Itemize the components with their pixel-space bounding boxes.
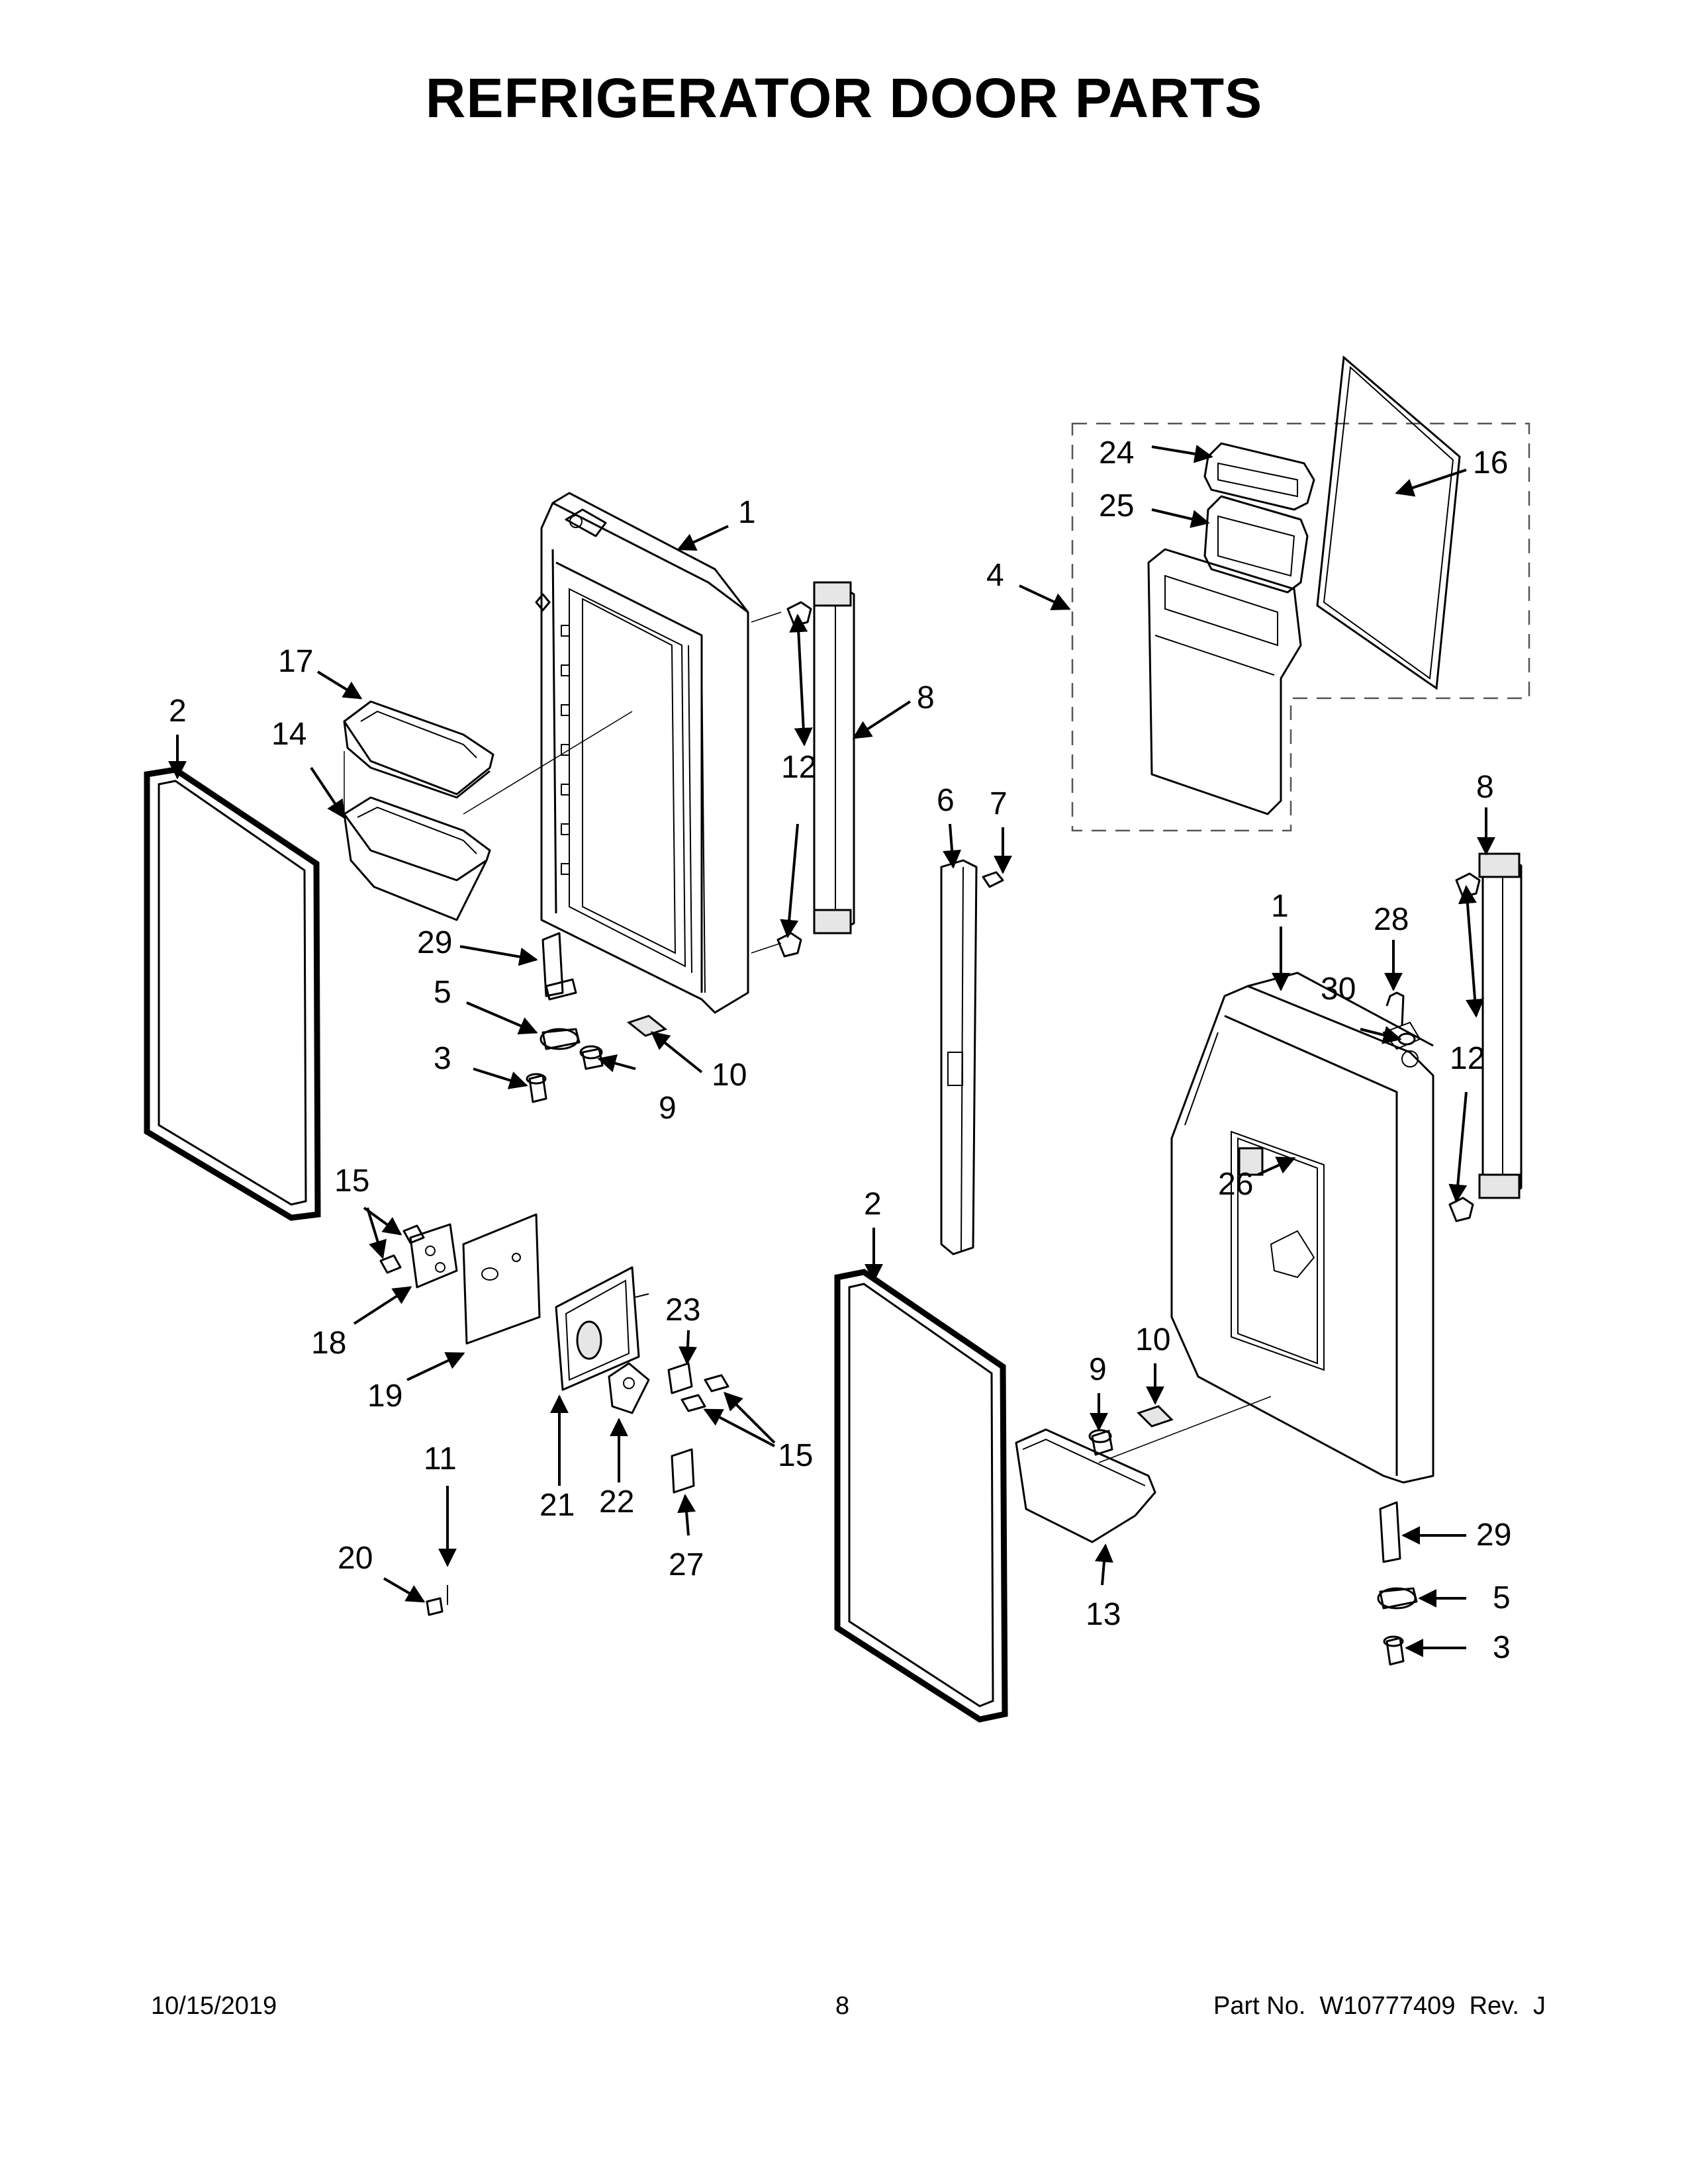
callout-14: 14: [271, 717, 306, 752]
callout-5-left: 5: [434, 975, 451, 1010]
callout-28: 28: [1374, 902, 1409, 937]
screw-15-a: [402, 1224, 425, 1244]
right-door-assembly: [1098, 972, 1434, 1484]
callout-15-right: 15: [778, 1438, 813, 1473]
callout-29-right: 29: [1476, 1518, 1511, 1553]
ice-door-16: [1316, 355, 1461, 690]
callout-15-left: 15: [334, 1163, 369, 1199]
callout-22: 22: [599, 1484, 634, 1520]
handle-mount-stud-left-bottom: [776, 932, 802, 958]
callout-10-right: 10: [1135, 1322, 1170, 1357]
handle-mount-stud-right-bottom: [1448, 1197, 1474, 1222]
ice-container-assembly-4: [1071, 355, 1530, 832]
callout-3-left: 3: [434, 1041, 451, 1076]
door-bin-13: [1015, 1428, 1156, 1543]
screw-15-b: [379, 1254, 402, 1274]
callout-20: 20: [338, 1541, 373, 1576]
spring-11-screw-20: [426, 1585, 448, 1616]
callout-2-right-gasket: 2: [864, 1187, 882, 1222]
callout-24: 24: [1099, 435, 1134, 471]
callout-7: 7: [990, 786, 1008, 821]
closure-cam-10-right: [1137, 1405, 1174, 1428]
dispenser-cover-19: [462, 1213, 541, 1345]
hinge-5-right: [1377, 1587, 1418, 1610]
hinge-screw-3-left: [526, 1073, 547, 1103]
callout-11: 11: [424, 1441, 457, 1477]
screw-15-c: [704, 1374, 729, 1392]
ice-chute-bezel-25: [1203, 495, 1309, 594]
callout-21: 21: [539, 1488, 575, 1523]
right-door-gasket: [834, 1269, 1008, 1723]
footer-date: 10/15/2019: [151, 1992, 277, 2020]
callout-12-left: 12: [781, 750, 816, 785]
footer-page-number: 8: [835, 1992, 850, 2020]
callout-16: 16: [1473, 445, 1508, 480]
callout-29-left: 29: [417, 925, 452, 960]
dispenser-paddle-22: [608, 1362, 650, 1414]
left-door-assembly: [463, 492, 782, 1014]
screw-7: [982, 871, 1004, 888]
callout-23: 23: [665, 1293, 700, 1328]
callout-5-right: 5: [1493, 1580, 1511, 1615]
footer-part-number: Part No. W10777409 Rev. J: [1213, 1992, 1546, 2020]
callout-6: 6: [937, 783, 955, 818]
callout-26: 26: [1218, 1167, 1253, 1202]
actuator-bracket-18: [409, 1223, 458, 1289]
callout-8-left: 8: [917, 680, 935, 715]
callout-30: 30: [1321, 972, 1356, 1007]
ice-container-body: [1147, 548, 1302, 815]
dispenser-housing-21: [555, 1266, 649, 1391]
leader-lines: [168, 445, 1495, 1657]
page-title: REFRIGERATOR DOOR PARTS: [425, 67, 1263, 129]
closure-cam-10-left: [626, 1015, 668, 1037]
callout-13: 13: [1086, 1597, 1121, 1632]
callout-3-right: 3: [1493, 1630, 1511, 1665]
screw-15-d: [680, 1394, 706, 1412]
callout-12-right: 12: [1450, 1041, 1485, 1076]
hinge-screw-3-right: [1383, 1635, 1405, 1666]
callout-18: 18: [311, 1326, 346, 1361]
hinge-bracket-29-right: [1379, 1501, 1401, 1563]
hinge-bracket-29-left: [541, 932, 577, 1001]
left-door-handle: [813, 581, 855, 934]
switch-cover-27: [671, 1448, 695, 1494]
callout-4: 4: [986, 558, 1004, 593]
callout-25: 25: [1099, 488, 1134, 523]
door-bin-14: [343, 751, 491, 921]
callout-labels: 1 2 17 14 8 12 29 5 3 9 10 6 7 4 24 25 1…: [169, 435, 1511, 1665]
tube-fitting-30: [1397, 1032, 1416, 1046]
ice-bin-seal-24: [1203, 442, 1315, 511]
callout-8-right: 8: [1476, 770, 1494, 805]
hinge-5-left: [539, 1028, 581, 1050]
callout-1-right-door: 1: [1271, 889, 1289, 924]
door-hinge-rail-6: [940, 859, 978, 1255]
callout-9-right: 9: [1089, 1352, 1107, 1387]
callout-17: 17: [278, 644, 313, 679]
callout-2-left-gasket: 2: [169, 694, 187, 729]
callout-19: 19: [367, 1379, 402, 1414]
right-door-handle: [1478, 852, 1523, 1199]
callout-27: 27: [669, 1547, 704, 1582]
screw-9-left: [579, 1045, 604, 1070]
callout-1-left-door: 1: [738, 495, 756, 530]
callout-10-left: 10: [712, 1058, 747, 1093]
callout-9-left: 9: [659, 1091, 677, 1126]
left-door-gasket: [144, 766, 321, 1221]
door-shelf-clips: [561, 625, 570, 875]
door-bin-17: [343, 700, 494, 799]
switch-bracket-23: [667, 1362, 693, 1394]
water-tube-28: [1385, 991, 1405, 1026]
